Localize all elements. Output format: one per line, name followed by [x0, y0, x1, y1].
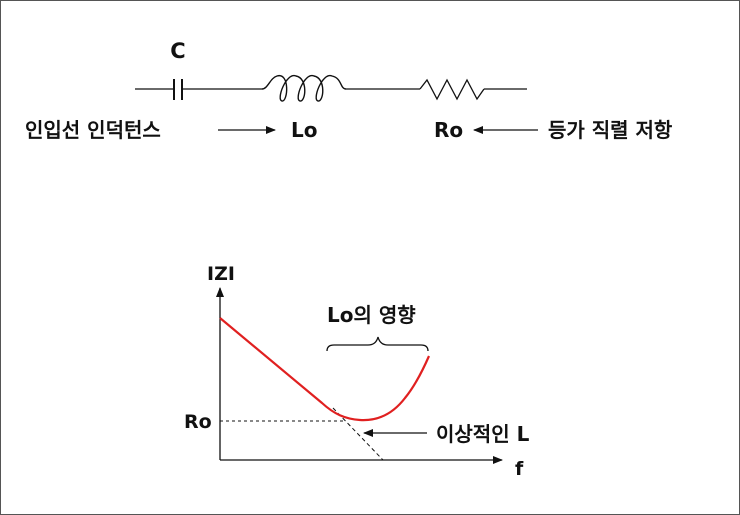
inductor-coil-symbol [261, 75, 347, 102]
y-axis-label: IZI [207, 263, 235, 285]
resistor-symbol [419, 78, 485, 101]
capacitor-symbol [173, 79, 183, 100]
lo-effect-label: Lo의 영향 [327, 303, 416, 327]
lead-inductance-label: 인입선 인덕턴스 [25, 118, 161, 142]
impedance-curve [219, 317, 431, 422]
esr-label: 등가 직렬 저항 [548, 118, 673, 142]
x-axis-label: f [515, 458, 524, 480]
ro-level-label: Ro [184, 411, 212, 433]
ideal-l-dashed-line [332, 407, 384, 461]
series-circuit [135, 75, 527, 102]
impedance-graph [216, 287, 503, 464]
capacitor-label: C [170, 39, 185, 63]
lo-effect-brace [326, 336, 429, 352]
inductor-label: Lo [291, 118, 317, 142]
resistor-label: Ro [434, 118, 463, 142]
ideal-l-label: 이상적인 L [436, 422, 530, 446]
